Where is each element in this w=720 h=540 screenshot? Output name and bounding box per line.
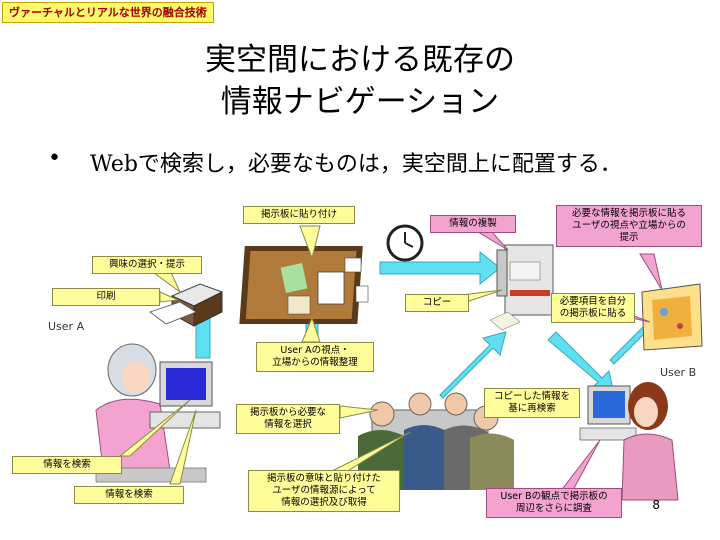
pointer-print <box>159 291 180 303</box>
arrow-center-to-copier <box>439 331 507 399</box>
pointer-search-2 <box>169 409 197 485</box>
bulletin-board <box>239 246 369 324</box>
arrow-board-to-copier <box>379 250 501 286</box>
pointer-user-b-survey <box>558 439 601 493</box>
callout-info-search-1: 情報を検索 <box>12 456 122 474</box>
pointer-needed-info <box>639 253 663 291</box>
pointer-info-copy <box>476 231 509 251</box>
group-figure <box>358 392 514 490</box>
callout-board-post: 掲示板に貼り付け <box>243 206 355 224</box>
callout-info-search-2: 情報を検索 <box>74 486 184 504</box>
page-title-line2: 情報ナビゲーション <box>220 84 500 120</box>
callout-board-intent: 掲示板の意味と貼り付けた ユーザの情報源によって 情報の選択及び取得 <box>248 470 400 512</box>
callout-copy: コピー <box>405 294 469 312</box>
copier-icon <box>489 244 554 331</box>
label-user-a: User A <box>48 320 85 333</box>
callout-needed-info: 必要な情報を掲示板に貼る ユーザの視点や立場からの 提示 <box>556 205 702 247</box>
callout-print: 印刷 <box>52 288 160 306</box>
label-user-b: User B <box>660 366 697 379</box>
poster-icon <box>641 283 703 351</box>
header-tag: ヴァーチャルとリアルな世界の融合技術 <box>2 2 214 23</box>
callout-copied-research: コピーした情報を 基に再検索 <box>484 388 580 418</box>
pointer-search-1 <box>118 399 191 457</box>
callout-user-a-view: User Aの視点・ 立場からの情報整理 <box>256 342 374 372</box>
user-b-figure <box>579 382 679 501</box>
bullet-symbol: • <box>48 146 61 171</box>
callout-interest-select: 興味の選択・提示 <box>92 256 202 274</box>
clock-icon <box>386 224 424 262</box>
printer-icon <box>149 283 224 327</box>
callout-info-copy: 情報の複製 <box>430 215 516 233</box>
bullet-text: Webで検索し，必要なものは，実空間上に配置する． <box>90 152 622 177</box>
pointer-board-post <box>299 225 321 260</box>
page-number: 8 <box>652 498 660 512</box>
pointer-select <box>339 405 379 419</box>
page-title-line1: 実空間における既存の <box>205 42 515 78</box>
arrow-copier-to-b <box>547 331 615 395</box>
callout-select-from-board: 掲示板から必要な 情報を選択 <box>236 404 340 434</box>
callout-own-board: 必要項目を自分 の掲示板に貼る <box>551 293 635 323</box>
callout-user-b-survey: User Bの観点で掲示板の 周辺をさらに調査 <box>486 488 622 518</box>
